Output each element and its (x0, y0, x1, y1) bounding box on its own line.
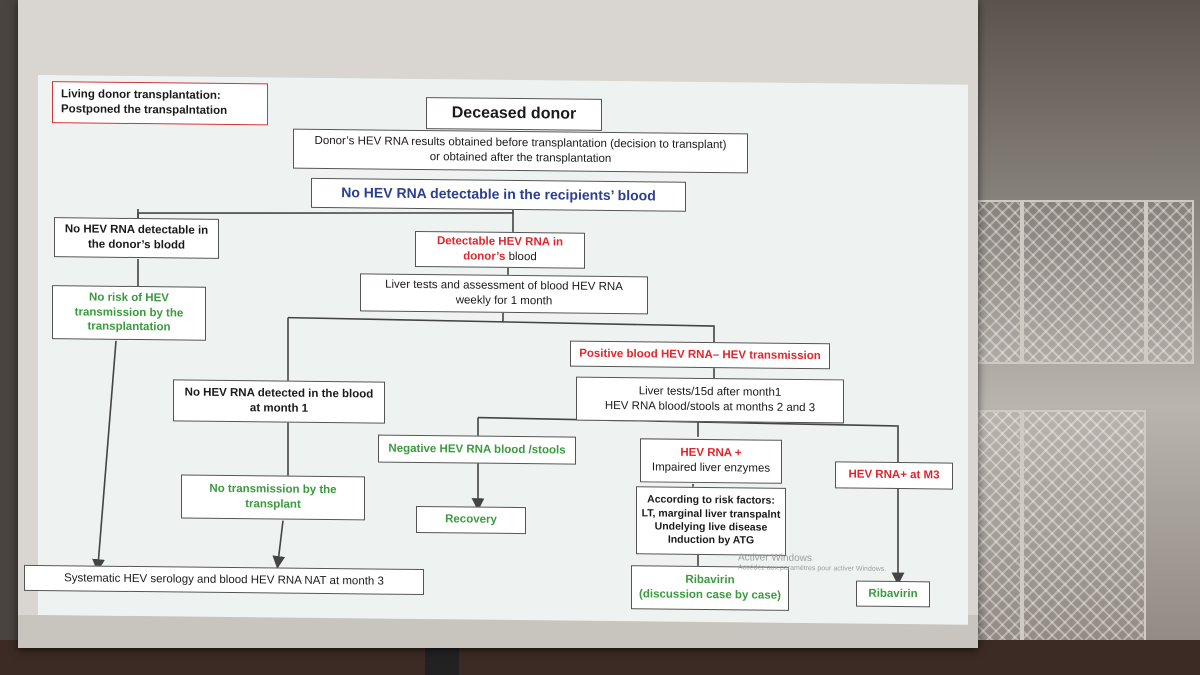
hev-rna-plus-box: HEV RNA + Impaired liver enzymes (640, 438, 782, 484)
no-risk-box: No risk of HEV transmission by the trans… (52, 285, 206, 341)
room-wall-left (0, 0, 20, 675)
watermark-line2: Accédez aux paramètres pour activer Wind… (738, 564, 887, 573)
recovery-label: Recovery (445, 513, 497, 526)
hev-rna-plus-line2: Impaired liver enzymes (651, 461, 771, 475)
risk-factors-box: According to risk factors: LT, marginal … (636, 486, 786, 556)
no-transmission-line2: transplant (245, 498, 301, 511)
detectable-hev-line2: donor’s blood (437, 249, 563, 265)
recovery-box: Recovery (416, 505, 526, 535)
ribavirin-case-line1: Ribavirin (685, 574, 735, 587)
hev-m3-label: HEV RNA+ at M3 (848, 468, 940, 482)
ribavirin-box: Ribavirin (856, 580, 930, 608)
no-transmission-line1: No transmission by the (209, 483, 337, 497)
deceased-donor-label: Deceased donor (451, 104, 577, 123)
liver-tests-weekly-line1: Liver tests and assessment of blood HEV … (385, 278, 623, 294)
detectable-hev-box: Detectable HEV RNA in donor’s blood (415, 230, 585, 269)
no-risk-line3: transplantation (87, 320, 171, 334)
no-hev-month1-box: No HEV RNA detected in the blood at mont… (173, 379, 385, 424)
ribavirin-label: Ribavirin (868, 587, 918, 600)
deceased-donor-box: Deceased donor (426, 97, 602, 131)
liver-tests-weekly-line2: weekly for 1 month (455, 294, 553, 308)
liver-tests-weekly-box: Liver tests and assessment of blood HEV … (360, 273, 648, 315)
ribavirin-case-line2: (discussion case by case) (639, 588, 781, 602)
liver-tests-15d-line2: HEV RNA blood/stools at months 2 and 3 (604, 399, 816, 415)
risk-factors-line2: LT, marginal liver transpalnt (641, 506, 781, 521)
detectable-hev-blood: blood (505, 250, 537, 264)
windows-activation-watermark: Activer Windows Accédez aux paramètres p… (738, 552, 886, 574)
no-hev-month1-line2: at month 1 (249, 402, 309, 415)
hev-m3-box: HEV RNA+ at M3 (835, 461, 953, 490)
risk-factors-line1: According to risk factors: (647, 493, 775, 507)
no-hev-donor-line2: the donor’s blodd (87, 238, 186, 252)
fence-panel (970, 200, 1022, 364)
fence-panel (1146, 200, 1194, 364)
risk-factors-line3: Undelying live disease (654, 520, 768, 534)
liver-tests-15d-box: Liver tests/15d after month1 HEV RNA blo… (576, 376, 844, 424)
no-hev-recipients-box: No HEV RNA detectable in the recipients’… (311, 177, 686, 212)
flowchart-connectors (92, 187, 905, 586)
hev-rna-plus-line1: HEV RNA + (680, 447, 742, 460)
no-hev-recipients-label: No HEV RNA detectable in the recipients’… (341, 184, 656, 204)
no-hev-donor-line1: No HEV RNA detectable in (64, 223, 209, 238)
fence-panel (1022, 200, 1146, 364)
no-hev-donor-box: No HEV RNA detectable in the donor’s blo… (54, 217, 219, 259)
systematic-label: Systematic HEV serology and blood HEV RN… (64, 571, 384, 588)
negative-hev-label: Negative HEV RNA blood /stools (388, 442, 566, 457)
positive-blood-box: Positive blood HEV RNA– HEV transmission (570, 340, 830, 370)
detectable-hev-line1: Detectable HEV RNA in (436, 235, 564, 249)
no-risk-line2: transmission by the (74, 306, 184, 320)
donor-results-box: Donor’s HEV RNA results obtained before … (293, 128, 748, 174)
living-donor-line1: Living donor transplantation: (61, 88, 221, 103)
fence-panel (1022, 410, 1146, 674)
slide-flowchart: Living donor transplantation: Postponed … (24, 75, 968, 625)
risk-factors-line4: Induction by ATG (667, 534, 755, 547)
no-risk-line1: No risk of HEV (89, 291, 169, 305)
no-hev-month1-line1: No HEV RNA detected in the blood (184, 386, 374, 401)
positive-blood-label: Positive blood HEV RNA– HEV transmission (579, 347, 821, 362)
living-donor-box: Living donor transplantation: Postponed … (52, 81, 268, 126)
no-transmission-box: No transmission by the transplant (181, 474, 365, 521)
projection-screen: Living donor transplantation: Postponed … (18, 0, 978, 648)
room-background-right (970, 0, 1200, 675)
detectable-hev-donors: donor’s (463, 250, 506, 263)
negative-hev-box: Negative HEV RNA blood /stools (378, 434, 576, 465)
living-donor-line2: Postponed the transpalntation (61, 103, 228, 117)
systematic-box: Systematic HEV serology and blood HEV RN… (24, 564, 424, 596)
